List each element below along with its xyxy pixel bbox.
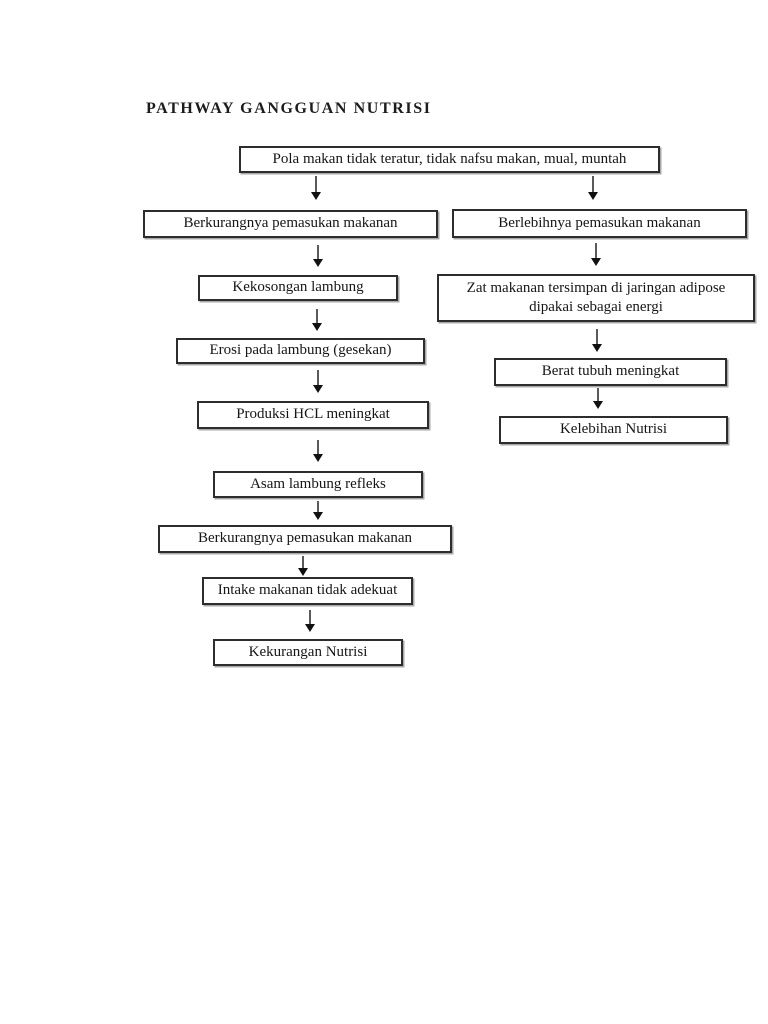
arrow-left-3-to-4: [312, 370, 324, 393]
arrow-stem: [597, 388, 599, 401]
arrow-left-1-to-2: [312, 245, 324, 267]
arrow-stem: [592, 176, 594, 192]
node-kekurangan-nutrisi: Kekurangan Nutrisi: [213, 639, 403, 666]
arrow-down-icon: [313, 512, 323, 520]
arrow-stem: [315, 176, 317, 192]
arrow-stem: [316, 309, 318, 323]
arrow-stem: [317, 245, 319, 259]
arrow-left-5-to-6: [312, 501, 324, 520]
node-intake-makanan-tidak-adekuat: Intake makanan tidak adekuat: [202, 577, 413, 605]
arrow-stem: [317, 501, 319, 512]
node-kelebihan-nutrisi: Kelebihan Nutrisi: [499, 416, 728, 444]
arrow-root-to-left-branch: [310, 176, 322, 200]
arrow-left-7-to-8: [304, 610, 316, 632]
arrow-left-2-to-3: [311, 309, 323, 331]
arrow-stem: [595, 243, 597, 258]
arrow-right-2-to-3: [591, 329, 603, 352]
arrow-stem: [317, 440, 319, 454]
arrow-down-icon: [313, 259, 323, 267]
node-produksi-hcl-meningkat: Produksi HCL meningkat: [197, 401, 429, 429]
arrow-down-icon: [313, 385, 323, 393]
arrow-down-icon: [312, 323, 322, 331]
arrow-left-6-to-7: [297, 556, 309, 576]
arrow-stem: [596, 329, 598, 344]
page-title: PATHWAY GANGGUAN NUTRISI: [146, 100, 432, 117]
arrow-right-3-to-4: [592, 388, 604, 409]
arrow-down-icon: [591, 258, 601, 266]
node-erosi-pada-lambung: Erosi pada lambung (gesekan): [176, 338, 425, 364]
node-berat-tubuh-meningkat: Berat tubuh meningkat: [494, 358, 727, 386]
node-berkurangnya-pemasukan-makanan-2: Berkurangnya pemasukan makanan: [158, 525, 452, 553]
arrow-root-to-right-branch: [587, 176, 599, 200]
node-kekosongan-lambung: Kekosongan lambung: [198, 275, 398, 301]
arrow-down-icon: [311, 192, 321, 200]
node-zat-makanan-tersimpan-adipose: Zat makanan tersimpan di jaringan adipos…: [437, 274, 755, 322]
arrow-stem: [317, 370, 319, 385]
arrow-down-icon: [588, 192, 598, 200]
arrow-stem: [309, 610, 311, 624]
arrow-stem: [302, 556, 304, 568]
arrow-down-icon: [313, 454, 323, 462]
arrow-right-1-to-2: [590, 243, 602, 266]
node-berlebihnya-pemasukan-makanan: Berlebihnya pemasukan makanan: [452, 209, 747, 238]
node-asam-lambung-refleks: Asam lambung refleks: [213, 471, 423, 498]
arrow-down-icon: [298, 568, 308, 576]
node-pola-makan-tidak-teratur: Pola makan tidak teratur, tidak nafsu ma…: [239, 146, 660, 173]
arrow-down-icon: [592, 344, 602, 352]
arrow-down-icon: [305, 624, 315, 632]
node-berkurangnya-pemasukan-makanan-1: Berkurangnya pemasukan makanan: [143, 210, 438, 238]
arrow-left-4-to-5: [312, 440, 324, 462]
arrow-down-icon: [593, 401, 603, 409]
